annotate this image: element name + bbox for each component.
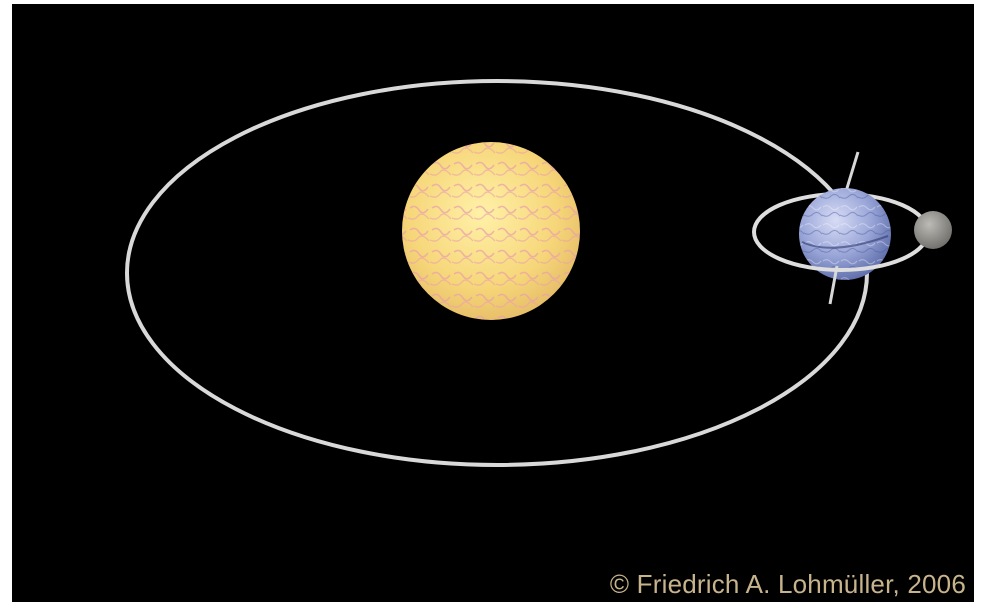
orbit-illustration: © Friedrich A. Lohmüller, 2006 (12, 4, 974, 602)
sun (402, 142, 580, 320)
orbit-diagram (12, 4, 974, 602)
copyright-credit: © Friedrich A. Lohmüller, 2006 (610, 569, 966, 600)
moon (914, 211, 952, 249)
